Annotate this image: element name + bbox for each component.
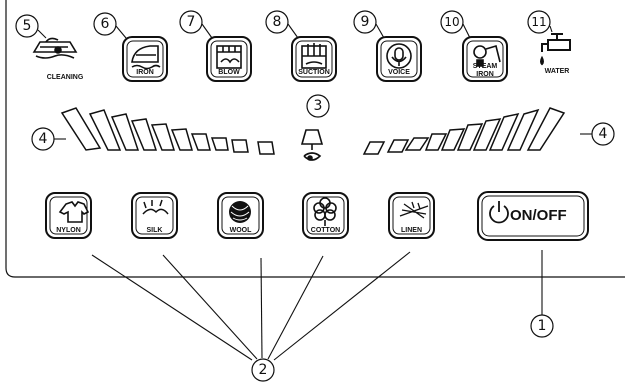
silk-button[interactable] (131, 192, 178, 239)
steam-label: STEAM (472, 63, 498, 70)
cleaning-label: CLEANING (46, 74, 84, 81)
callout-number-9: 9 (360, 14, 370, 30)
water-tap-icon[interactable] (540, 33, 571, 66)
steam-level-icon (300, 129, 324, 161)
cleaning-icon[interactable] (32, 37, 78, 59)
callout-circles (15, 10, 615, 382)
linen-label: LINEN (401, 227, 422, 234)
right-level-bar (362, 107, 566, 155)
callout-number-8: 8 (272, 14, 282, 30)
cotton-label: COTTON (310, 227, 341, 234)
silkworm-icon (142, 199, 169, 215)
wool-yarn-icon (229, 201, 251, 223)
linen-button[interactable] (388, 192, 435, 239)
flax-icon (399, 201, 429, 219)
shirt-icon (58, 201, 90, 223)
water-label: WATER (544, 68, 570, 75)
callout-number-6: 6 (100, 16, 110, 32)
blow-icon (216, 45, 242, 69)
blow-label: BLOW (218, 69, 240, 76)
callout-number-4-right: 4 (598, 126, 608, 142)
voice-icon (386, 43, 412, 69)
callout-number-1: 1 (537, 318, 547, 334)
wool-label: WOOL (229, 227, 252, 234)
callout-number-7: 7 (186, 14, 196, 30)
power-icon (489, 201, 509, 224)
nylon-label: NYLON (56, 227, 81, 234)
power-button[interactable] (477, 191, 589, 241)
iron-label: IRON (136, 69, 154, 76)
callout-number-4-left: 4 (38, 131, 48, 147)
callout-number-10: 10 (444, 15, 460, 29)
leader-lines (37, 23, 592, 361)
panel-outline (5, 0, 625, 278)
voice-button[interactable] (376, 36, 422, 82)
iron-icon (131, 45, 161, 70)
callout-number-2: 2 (258, 362, 268, 378)
power-label: ON/OFF (510, 207, 567, 224)
callout-number-11: 11 (531, 15, 547, 29)
cotton-boll-icon (313, 197, 337, 226)
callout-number-5: 5 (22, 18, 32, 34)
silk-label: SILK (146, 227, 163, 234)
steam-iron-label: IRON (476, 71, 494, 78)
suction-label: SUCTION (298, 69, 330, 76)
callout-number-3: 3 (313, 98, 323, 114)
left-level-bar (60, 107, 275, 155)
voice-label: VOICE (388, 69, 410, 76)
suction-icon (301, 43, 327, 69)
steam-iron-icon (473, 44, 501, 67)
